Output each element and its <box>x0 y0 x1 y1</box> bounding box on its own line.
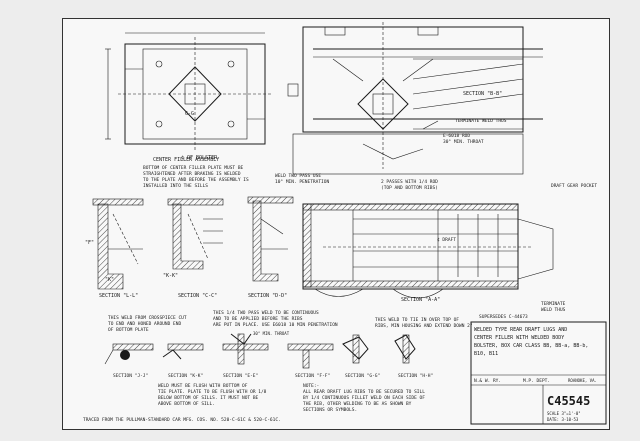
two-passes-note: 2 PASSES WITH 1/4 ROD <box>381 179 438 185</box>
bolster-plan-view: SECTION "B-B" TERMINATE WELD THUS E-6018… <box>287 22 543 175</box>
supersedes-label: SUPERSEDES C-44673 <box>479 314 528 320</box>
section-k-k-2-label: SECTION "K-K" <box>168 373 203 379</box>
two-pass-weld-note-1: THIS 1/4 TWO PASS WELD TO BE CONTINUOUS <box>213 310 319 316</box>
section-e-e-label: SECTION "E-E" <box>223 373 258 379</box>
center-filler-note-4: INSTALLED INTO THE SILLS <box>143 183 208 189</box>
two-pass-weld-note: THIS 1/4 TWO PASS WELD TO BE CONTINUOUS … <box>213 310 338 328</box>
section-d-d-view: SECTION "D-D" <box>247 196 294 299</box>
engineering-drawing: G-G ¢ OF BOLSTER SECTION "B-B" TERMINATE… <box>83 22 607 425</box>
department-label: M.P. DEPT. <box>523 378 550 384</box>
title-line-3: BOLSTER, BOX CAR CLASS BB, BB-a, BB-b, <box>474 343 588 349</box>
crosspiece-note-3: OF BOTTOM PLATE <box>108 327 149 333</box>
drawing-sheet: G-G ¢ OF BOLSTER SECTION "B-B" TERMINATE… <box>62 18 610 430</box>
crosspiece-note-2: TO END AND HONED AROUND END <box>108 321 181 327</box>
center-filler-note-1: BOTTOM OF CENTER FILLER PLATE MUST BE <box>143 165 244 171</box>
two-pass-weld-note-2: AND TO BE APPLIED BEFORE THE RIBS <box>213 316 303 322</box>
flush-note-3: BELOW BOTTOM OF SILLS. IT MUST NOT BE <box>158 395 259 401</box>
flush-weld-note: WELD MUST BE FLUSH WITH BOTTOM OF TIE PL… <box>158 383 267 407</box>
drawing-number: C45545 <box>547 394 590 408</box>
weld-two-pass-note: WELD TWO PASS USE <box>275 173 321 179</box>
section-a-a-label: SECTION "A-A" <box>401 297 440 303</box>
draft-centerline-label: ¢ DRAFT <box>437 237 456 243</box>
section-h-h-label: SECTION "H-H" <box>398 373 433 379</box>
tie-weld-note-2: RIBS, MIN HOUSING AND EXTEND DOWN 2" <box>375 323 473 329</box>
traced-from-note: TRACED FROM THE PULLMAN-STANDARD CAR MFG… <box>83 417 281 423</box>
rear-draft-note-4: THE RIB, OTHER WELDING TO BE AS SHOWN BY <box>303 401 412 407</box>
section-c-c-view: "K-K" SECTION "C-C" <box>163 198 224 299</box>
section-g-g-label: G-G <box>185 111 194 117</box>
rear-draft-note-3: BY 1/4 CONTINUOUS FILLET WELD ON EACH SI… <box>303 395 425 401</box>
terminate-weld-label: TERMINATE WELD THUS <box>455 118 507 124</box>
draft-gear-pocket-label: DRAFT GEAR POCKET <box>551 183 597 189</box>
rod-label: E-6018 ROD <box>443 133 470 139</box>
flush-note-4: ABOVE BOTTOM OF SILL. <box>158 401 215 407</box>
center-filler-notes: CENTER FILLER ASSEMBLY BOTTOM OF CENTER … <box>143 157 249 189</box>
rear-draft-note-5: SECTIONS OR SYMBOLS. <box>303 407 357 413</box>
location-label: ROANOKE, VA. <box>568 378 597 383</box>
section-k-k-mark: "K-K" <box>163 273 178 279</box>
section-g-g-2-label: SECTION "G-G" <box>345 373 380 379</box>
center-filler-note-3: TO THE PLATE AND BEFORE THE ASSEMBLY IS <box>143 177 249 183</box>
two-passes-note-2: (TOP AND BOTTOM RIBS) <box>381 185 438 191</box>
center-filler-plan-view: G-G ¢ OF BOLSTER <box>105 32 273 161</box>
weld-detail-sections: SECTION "J-J" SECTION "K-K" SECTION "E-E… <box>104 331 433 379</box>
section-b-b-label: SECTION "B-B" <box>463 91 502 97</box>
terminate-weld-3-label: WELD THUS <box>541 307 566 313</box>
crosspiece-note-1: THIS WELD FROM CROSSPIECE CUT <box>108 315 187 321</box>
title-line-1: WELDED TYPE REAR DRAFT LUGS AND <box>474 327 567 333</box>
flush-note-2: TIE PLATE. PLATE TO BE FLUSH WITH OR 1/8 <box>158 389 267 395</box>
rear-draft-note-1: NOTE:- <box>303 383 319 389</box>
flush-note-1: WELD MUST BE FLUSH WITH BOTTOM OF <box>158 383 248 389</box>
terminate-weld-2-label: TERMINATE <box>541 301 566 307</box>
svg-text:"K": "K" <box>105 277 114 283</box>
section-f-f-label: SECTION "F-F" <box>295 373 330 379</box>
section-l-l-view: "F" "K" SECTION "L-L" <box>85 198 144 299</box>
title-line-2: CENTER FILLER WITH WELDED BODY <box>474 335 564 341</box>
date-label: DATE: 3-10-53 <box>547 417 579 422</box>
section-c-c-label: SECTION "C-C" <box>178 293 217 299</box>
tie-weld-note: THIS WELD TO TIE IN OVER TOP OF RIBS, MI… <box>375 317 473 329</box>
two-pass-weld-note-3: ARE PUT IN PLACE. USE E6018 10 MIN PENET… <box>213 322 338 328</box>
company-label: N.& W. RY. <box>474 378 501 384</box>
section-j-j-label: SECTION "J-J" <box>113 373 148 379</box>
rear-draft-lug-note: NOTE:- ALL REAR DRAFT LUG RIBS TO BE SEC… <box>303 383 425 413</box>
weld-two-pass-note-2: 10° MIN. PENETRATION <box>275 179 329 185</box>
rod-throat-label: 30° MIN. THROAT <box>443 139 484 145</box>
center-filler-note-2: STRAIGHTENED AFTER BRAKING IS WELDED <box>143 171 241 177</box>
center-filler-title: CENTER FILLER ASSEMBLY <box>153 157 219 163</box>
section-l-l-label: SECTION "L-L" <box>99 293 138 299</box>
tie-weld-note-1: THIS WELD TO TIE IN OVER TOP OF <box>375 317 459 323</box>
min-throat-label: 30° MIN. THROAT <box>253 331 290 336</box>
svg-text:"F": "F" <box>85 240 94 246</box>
scale-label: SCALE 3"=1'-0" <box>547 411 581 416</box>
crosspiece-weld-note: THIS WELD FROM CROSSPIECE CUT TO END AND… <box>108 315 187 333</box>
section-d-d-label: SECTION "D-D" <box>248 293 287 299</box>
title-block: SUPERSEDES C-44673 WELDED TYPE REAR DRAF… <box>470 314 607 425</box>
bolster-centerline-label: ¢ OF BOLSTER <box>181 155 218 161</box>
section-a-a-view: ¢ DRAFT SECTION "A-A" TERMINATE WELD THU… <box>302 203 566 313</box>
title-line-4: B10, B11 <box>474 351 498 357</box>
rear-draft-note-2: ALL REAR DRAFT LUG RIBS TO BE SECURED TO… <box>303 389 425 395</box>
